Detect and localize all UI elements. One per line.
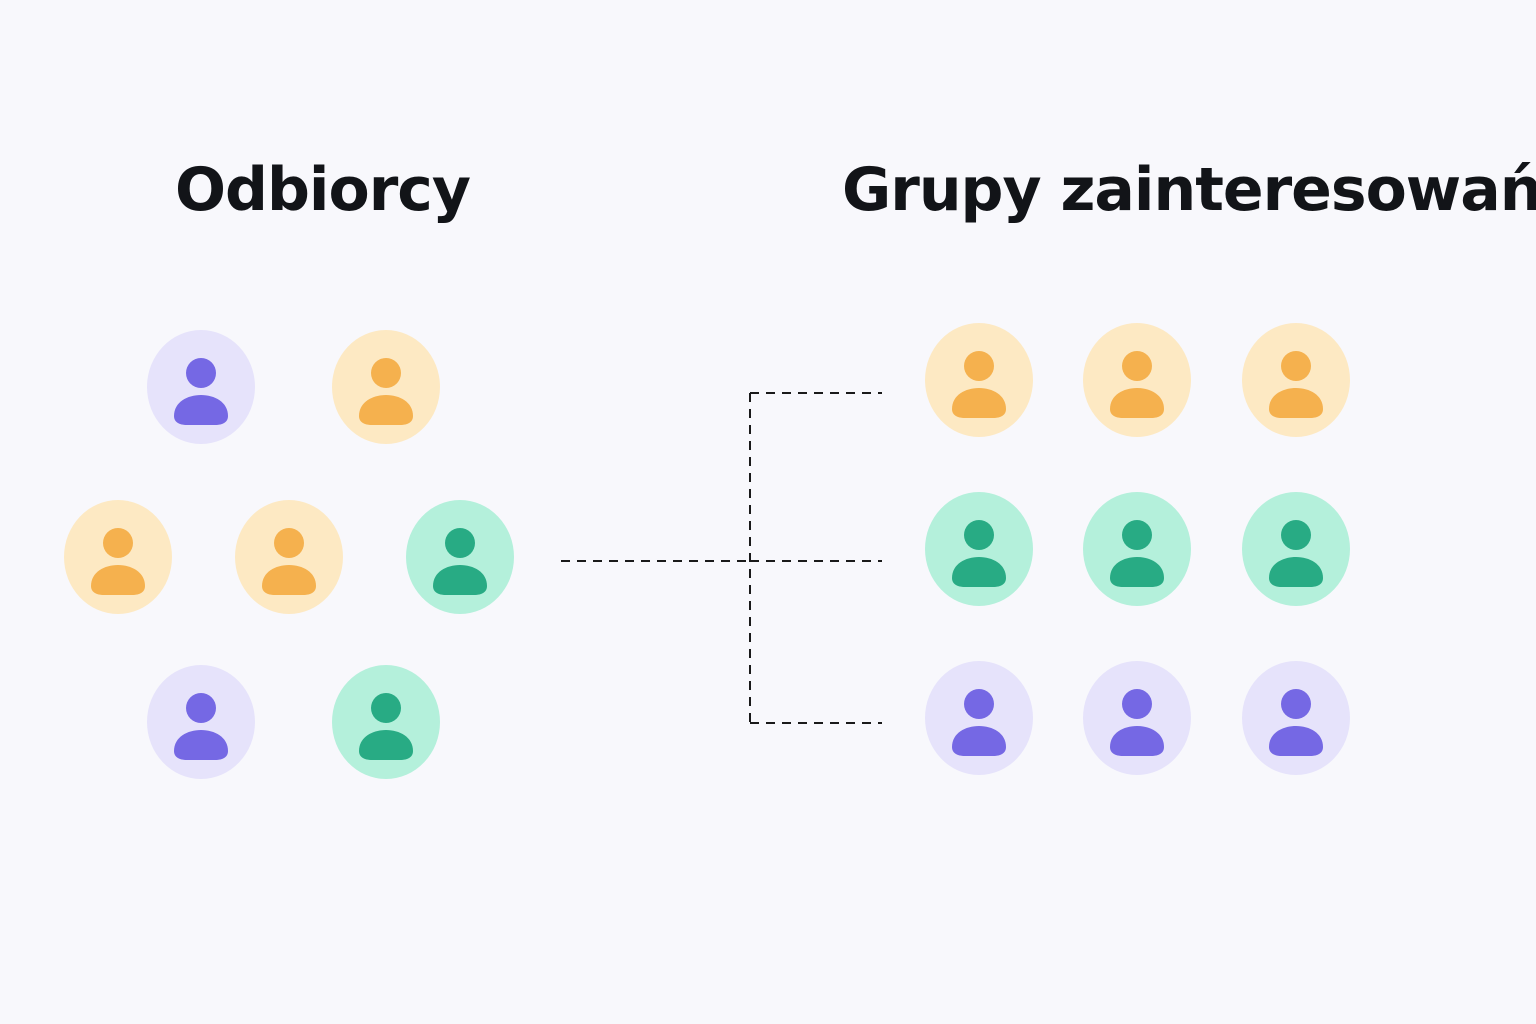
recipient-avatar [235, 500, 343, 614]
user-icon [1110, 520, 1164, 587]
group-avatar [925, 492, 1033, 606]
user-icon [952, 351, 1006, 418]
group-avatar [1242, 492, 1350, 606]
user-icon [359, 693, 413, 760]
recipient-avatar [332, 330, 440, 444]
user-icon [262, 528, 316, 595]
recipients-title: Odbiorcy [175, 155, 471, 225]
user-icon [1269, 689, 1323, 756]
group-avatar [1242, 661, 1350, 775]
recipient-avatar [332, 665, 440, 779]
user-icon [1110, 351, 1164, 418]
user-icon [1110, 689, 1164, 756]
recipient-avatar [64, 500, 172, 614]
user-icon [91, 528, 145, 595]
group-avatar [1242, 323, 1350, 437]
recipient-avatar [406, 500, 514, 614]
group-avatar [925, 661, 1033, 775]
user-icon [359, 358, 413, 425]
group-avatar [1083, 661, 1191, 775]
user-icon [174, 693, 228, 760]
interest-groups-title: Grupy zainteresowań [842, 155, 1536, 225]
group-avatar [925, 323, 1033, 437]
user-icon [433, 528, 487, 595]
group-avatar [1083, 323, 1191, 437]
user-icon [952, 689, 1006, 756]
recipient-avatar [147, 665, 255, 779]
user-icon [1269, 520, 1323, 587]
group-avatar [1083, 492, 1191, 606]
user-icon [952, 520, 1006, 587]
recipient-avatar [147, 330, 255, 444]
user-icon [174, 358, 228, 425]
user-icon [1269, 351, 1323, 418]
